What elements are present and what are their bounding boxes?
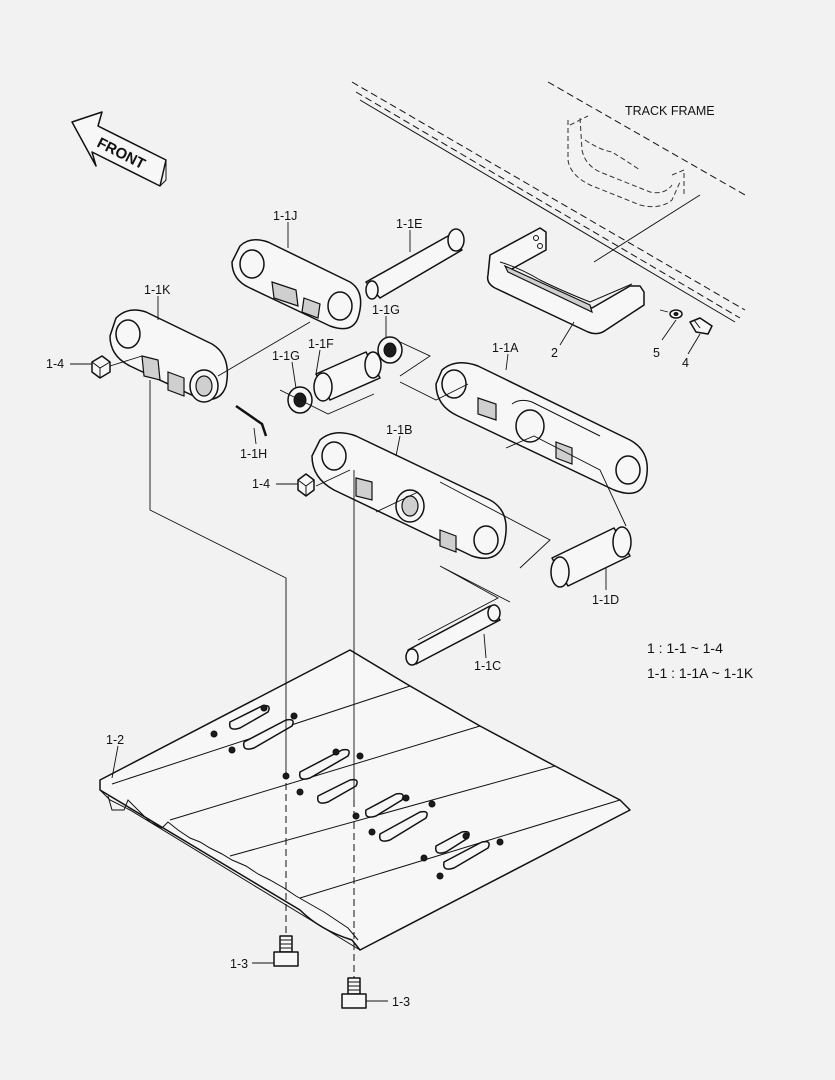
- bushing-1-1F: [313, 351, 382, 402]
- front-direction-arrow: [71, 111, 167, 187]
- callout-1-1G-top: 1-1G: [372, 303, 400, 317]
- callout-leaders: [70, 222, 607, 1002]
- callout-1-1K: 1-1K: [144, 283, 171, 297]
- track-link-1-1A: [435, 362, 648, 495]
- callout-1-4-mid: 1-4: [252, 477, 270, 491]
- leader-2: [559, 321, 575, 346]
- shoe-grouser-teeth: [107, 795, 359, 941]
- callout-1-4-top: 1-4: [46, 357, 64, 371]
- callout-1-1B: 1-1B: [386, 423, 412, 437]
- callout-1-3-left: 1-3: [230, 957, 248, 971]
- track-frame-label: TRACK FRAME: [625, 104, 715, 118]
- track-shoe-plate: [99, 649, 631, 951]
- bushing-1-1D: [550, 526, 632, 588]
- callout-1-3-right: 1-3: [392, 995, 410, 1009]
- track-frame-outline: [351, 81, 746, 323]
- track-link-1-1K: [109, 309, 229, 403]
- shoe-bolt-1-3-left: [273, 935, 299, 967]
- legend-line-2: 1-1 : 1-1A ~ 1-1K: [647, 665, 754, 681]
- pin-1-1C: [405, 604, 501, 666]
- track-link-1-1J: [231, 239, 362, 330]
- shoe-slots: [228, 704, 490, 870]
- callout-5: 5: [653, 346, 660, 360]
- leader-4: [687, 333, 701, 355]
- leader-5b: [661, 319, 677, 341]
- callout-1-1F: 1-1F: [308, 337, 334, 351]
- track-link-1-1B: [311, 432, 507, 559]
- callout-4: 4: [682, 356, 689, 370]
- track-pin-1-1E: [365, 228, 465, 300]
- callout-1-1G-mid: 1-1G: [272, 349, 300, 363]
- callout-1-2: 1-2: [106, 733, 124, 747]
- callout-1-1H: 1-1H: [240, 447, 267, 461]
- callout-1-1C: 1-1C: [474, 659, 501, 673]
- callout-1-1E: 1-1E: [396, 217, 422, 231]
- bolt-small: [689, 317, 713, 335]
- legend: 1 : 1-1 ~ 1-4 1-1 : 1-1A ~ 1-1K: [647, 640, 754, 681]
- seal-1-1G-top: [377, 336, 403, 364]
- assembly-lines: [109, 321, 627, 978]
- lock-pin-1-1H: [235, 404, 268, 437]
- nut-1-4-mid: [297, 473, 315, 497]
- legend-line-1: 1 : 1-1 ~ 1-4: [647, 640, 723, 656]
- callout-1-1A: 1-1A: [492, 341, 519, 355]
- callout-2: 2: [551, 346, 558, 360]
- track-guard-bracket: [486, 227, 645, 335]
- washer: [669, 309, 683, 319]
- leader-5: [659, 309, 669, 313]
- callout-1-1D: 1-1D: [592, 593, 619, 607]
- nut-1-4-top: [91, 355, 111, 379]
- shoe-bolt-1-3-right: [341, 977, 367, 1009]
- callout-1-1J: 1-1J: [273, 209, 297, 223]
